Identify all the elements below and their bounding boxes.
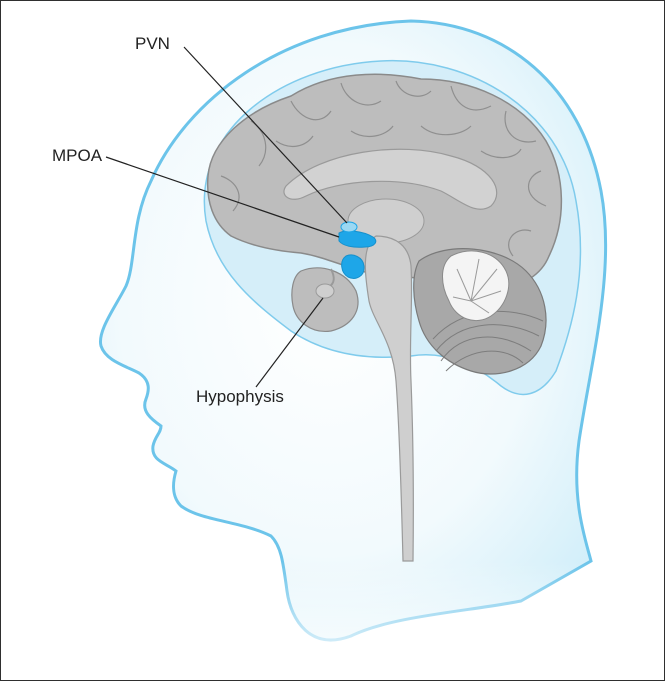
label-hypophysis: Hypophysis: [196, 388, 284, 405]
hypothalamus-region: [342, 255, 364, 278]
neck-fade: [1, 561, 664, 680]
pvn-region: [341, 222, 357, 232]
label-pvn: PVN: [135, 35, 170, 52]
label-mpoa: MPOA: [52, 147, 102, 164]
